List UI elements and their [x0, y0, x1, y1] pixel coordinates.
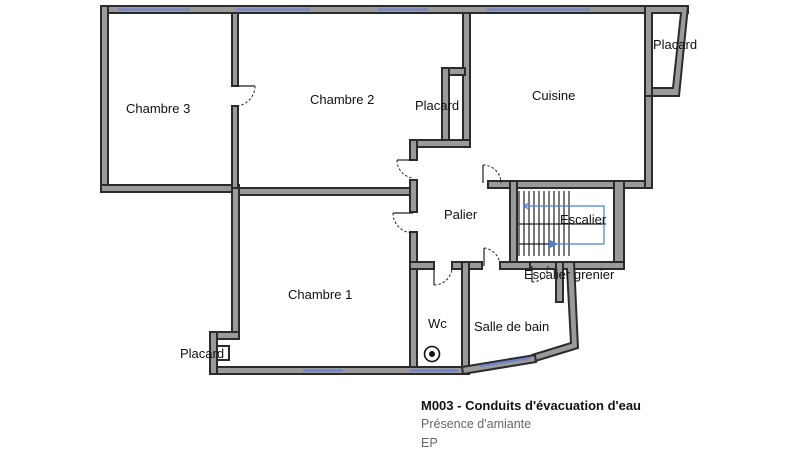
- staircase: [518, 191, 606, 256]
- wall-c2-cuisine: [462, 12, 471, 144]
- stair-arrow-head-lower: [550, 240, 558, 248]
- wall-palier-bottom-c: [499, 261, 531, 270]
- label-wc: Wc: [428, 316, 447, 331]
- wall-c3-c2-upper: [231, 12, 239, 87]
- label-placard-center: Placard: [415, 98, 459, 113]
- label-placard-top-right: Placard: [653, 37, 697, 52]
- wall-c1-left: [231, 187, 240, 339]
- door-chambre2-arc: [396, 159, 414, 179]
- label-placard-left: Placard: [180, 346, 224, 361]
- label-chambre2: Chambre 2: [310, 92, 374, 107]
- door-grenier-arc: [531, 265, 549, 283]
- walls: [100, 5, 690, 376]
- legend-code: EP: [421, 436, 438, 450]
- label-salle-de-bain: Salle de bain: [474, 319, 549, 334]
- wall-chambre3-bottom: [100, 184, 240, 193]
- wall-palier-left-b: [409, 179, 418, 213]
- label-palier: Palier: [444, 207, 478, 222]
- label-cuisine: Cuisine: [532, 88, 575, 103]
- label-escalier-grenier: Escalier grenier: [524, 267, 615, 282]
- wall-palier-left-c: [409, 231, 418, 373]
- door-sdb-arc: [483, 247, 501, 265]
- window-sdb: [479, 357, 531, 367]
- placard-left-interior: [216, 345, 230, 361]
- wall-grenier-post: [555, 261, 564, 303]
- wall-wc-sdb: [461, 261, 470, 375]
- wall-palier-left-a: [409, 139, 418, 161]
- door-wc-arc: [433, 265, 453, 286]
- label-chambre3: Chambre 3: [126, 101, 190, 116]
- door-cuisine-arc: [482, 164, 502, 184]
- door-chambre1-arc: [392, 212, 414, 234]
- legend-asbestos-status: Présence d'amiante: [421, 417, 532, 431]
- wall-c3-c2-lower: [231, 105, 239, 193]
- stair-arrow-path: [524, 205, 605, 244]
- legend-title: M003 - Conduits d'évacuation d'eau: [421, 398, 641, 413]
- wall-palier-top: [409, 139, 471, 148]
- wall-left-upper: [100, 5, 109, 193]
- wall-stair-right: [613, 180, 625, 270]
- legend: M003 - Conduits d'évacuation d'eau Prése…: [421, 396, 641, 453]
- stair-arrow-head-top: [522, 201, 531, 211]
- doors: [234, 85, 549, 286]
- wall-stair-left: [509, 180, 518, 270]
- wall-c2-bottom: [231, 187, 411, 196]
- label-escalier: Escalier: [560, 212, 607, 227]
- door-chambre3-arc: [234, 85, 256, 107]
- wall-palier-bottom-a: [409, 261, 435, 270]
- room-labels: Chambre 3 Chambre 2 Placard Cuisine Plac…: [126, 37, 697, 361]
- windows: [118, 8, 590, 372]
- wall-placard-top-right: [644, 5, 690, 97]
- drain-icon: [423, 345, 441, 363]
- label-chambre1: Chambre 1: [288, 287, 352, 302]
